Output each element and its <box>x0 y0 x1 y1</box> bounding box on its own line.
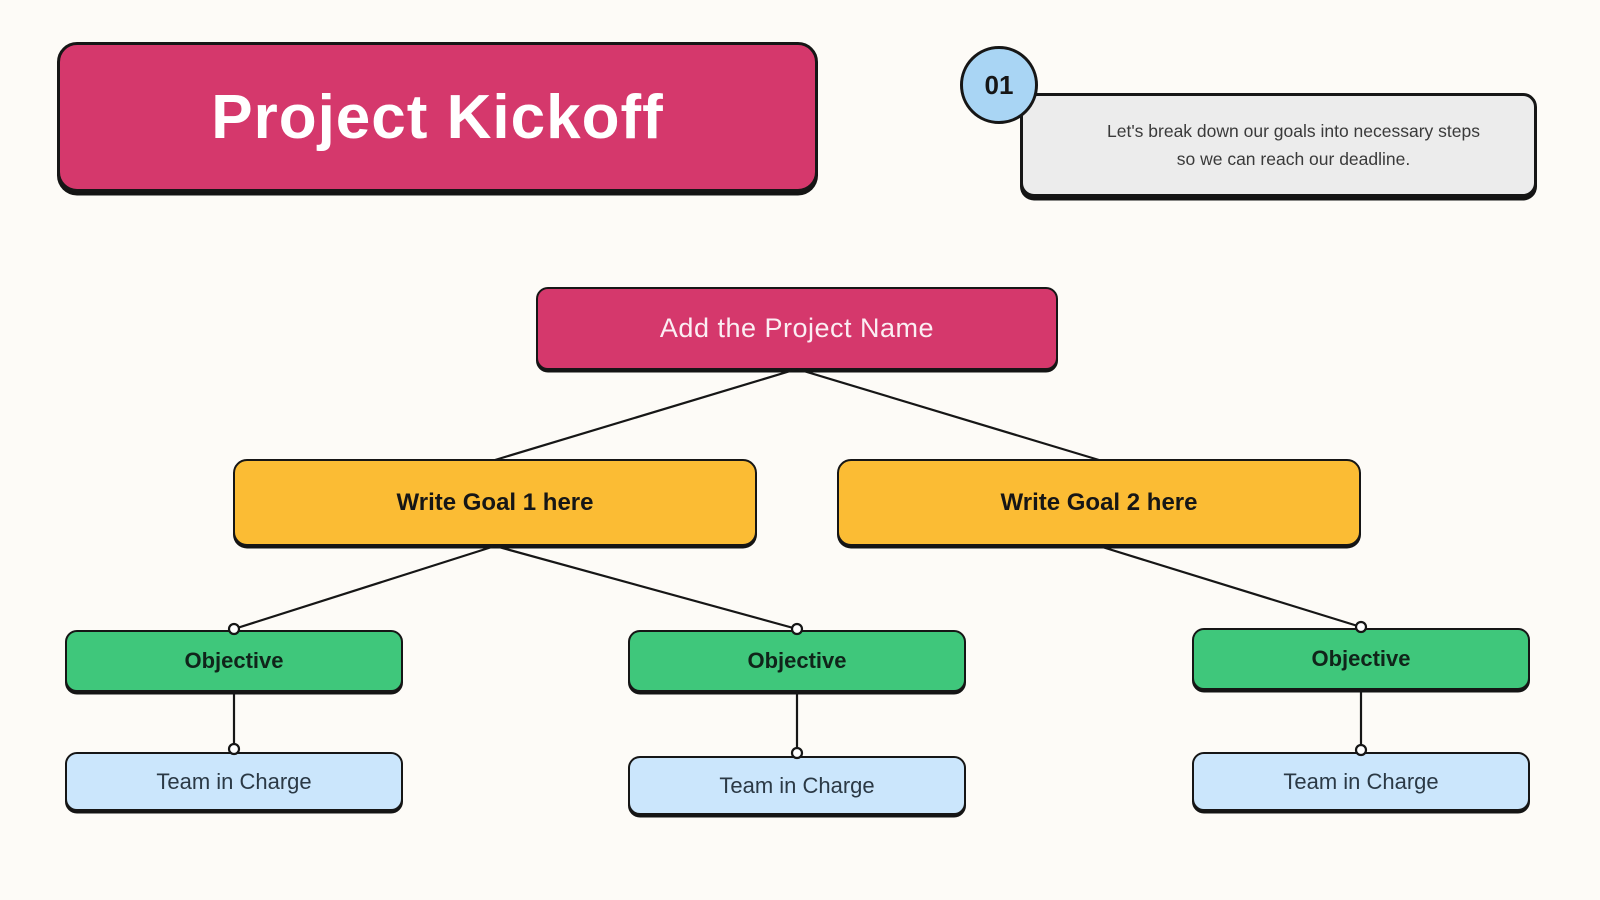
goal-2-label: Write Goal 2 here <box>1000 488 1198 516</box>
edge-goal1-objective1 <box>233 544 496 631</box>
team-2-node[interactable]: Team in Charge <box>628 756 966 815</box>
team-3-node[interactable]: Team in Charge <box>1192 752 1530 811</box>
root-node[interactable]: Add the Project Name <box>536 287 1058 370</box>
edge-goal2-objective3 <box>1098 544 1362 629</box>
goal-1-label: Write Goal 1 here <box>396 488 594 516</box>
team-2-label: Team in Charge <box>719 772 875 798</box>
page-title-label: Project Kickoff <box>211 82 664 152</box>
team-3-label: Team in Charge <box>1283 768 1439 794</box>
root-node-label: Add the Project Name <box>659 313 935 343</box>
edge-root-goal1 <box>494 367 798 462</box>
objective-1-node[interactable]: Objective <box>65 630 403 692</box>
page-title[interactable]: Project Kickoff <box>57 42 818 192</box>
team-1-label: Team in Charge <box>156 768 312 794</box>
step-number-badge[interactable]: 01 <box>960 46 1038 124</box>
objective-1-label: Objective <box>184 648 284 673</box>
edge-goal1-objective2 <box>494 544 798 631</box>
step-note-text: Let's break down our goals into necessar… <box>1107 121 1480 169</box>
step-note-box[interactable]: Let's break down our goals into necessar… <box>1020 93 1537 197</box>
goal-1-node[interactable]: Write Goal 1 here <box>233 459 757 546</box>
objective-2-label: Objective <box>747 648 847 673</box>
team-1-node[interactable]: Team in Charge <box>65 752 403 811</box>
objective-3-label: Objective <box>1311 646 1411 671</box>
edge-root-goal2 <box>796 367 1100 462</box>
objective-2-node[interactable]: Objective <box>628 630 966 692</box>
goal-2-node[interactable]: Write Goal 2 here <box>837 459 1361 546</box>
objective-3-node[interactable]: Objective <box>1192 628 1530 690</box>
step-number-label: 01 <box>984 69 1014 100</box>
